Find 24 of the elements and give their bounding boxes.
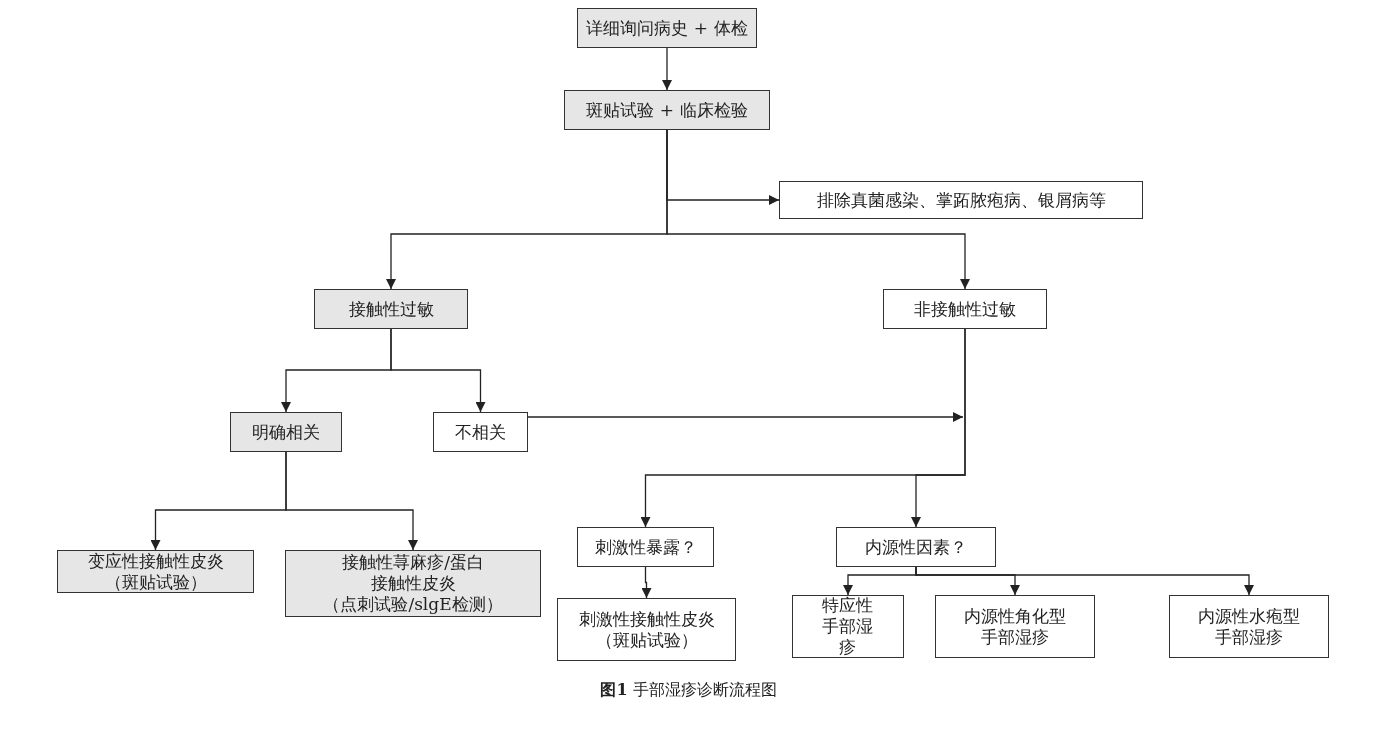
process-box: 内源性水疱型手部湿疹 <box>1169 595 1329 658</box>
arrow <box>390 328 486 413</box>
arrow <box>666 129 970 290</box>
process-box: 非接触性过敏 <box>883 289 1047 329</box>
arrow <box>662 47 672 91</box>
arrow <box>285 451 418 551</box>
figure-caption: 图1 手部湿疹诊断流程图 <box>599 680 778 701</box>
arrow <box>915 566 1254 596</box>
arrow <box>527 412 964 422</box>
process-box: 接触性过敏 <box>314 289 468 329</box>
process-box: 斑贴试验 + 临床检验 <box>564 90 770 130</box>
process-box: 明确相关 <box>230 412 342 452</box>
process-box: 内源性因素？ <box>836 527 996 567</box>
arrow <box>641 566 652 599</box>
process-box: 刺激性暴露？ <box>577 527 714 567</box>
process-box: 不相关 <box>433 412 528 452</box>
process-box: 详细询问病史 + 体检 <box>577 8 757 48</box>
process-box: 接触性荨麻疹/蛋白接触性皮炎 （点刺试验/slgE检测） <box>285 550 541 617</box>
process-box: 排除真菌感染、掌跖脓疱病、银屑病等 <box>779 181 1143 219</box>
arrow <box>911 328 966 528</box>
process-box: 刺激性接触性皮炎 （斑贴试验） <box>557 598 736 661</box>
process-box: 特应性手部湿疹 <box>792 595 904 658</box>
process-box: 变应性接触性皮炎 （斑贴试验） <box>57 550 254 593</box>
process-box: 内源性角化型手部湿疹 <box>935 595 1095 658</box>
